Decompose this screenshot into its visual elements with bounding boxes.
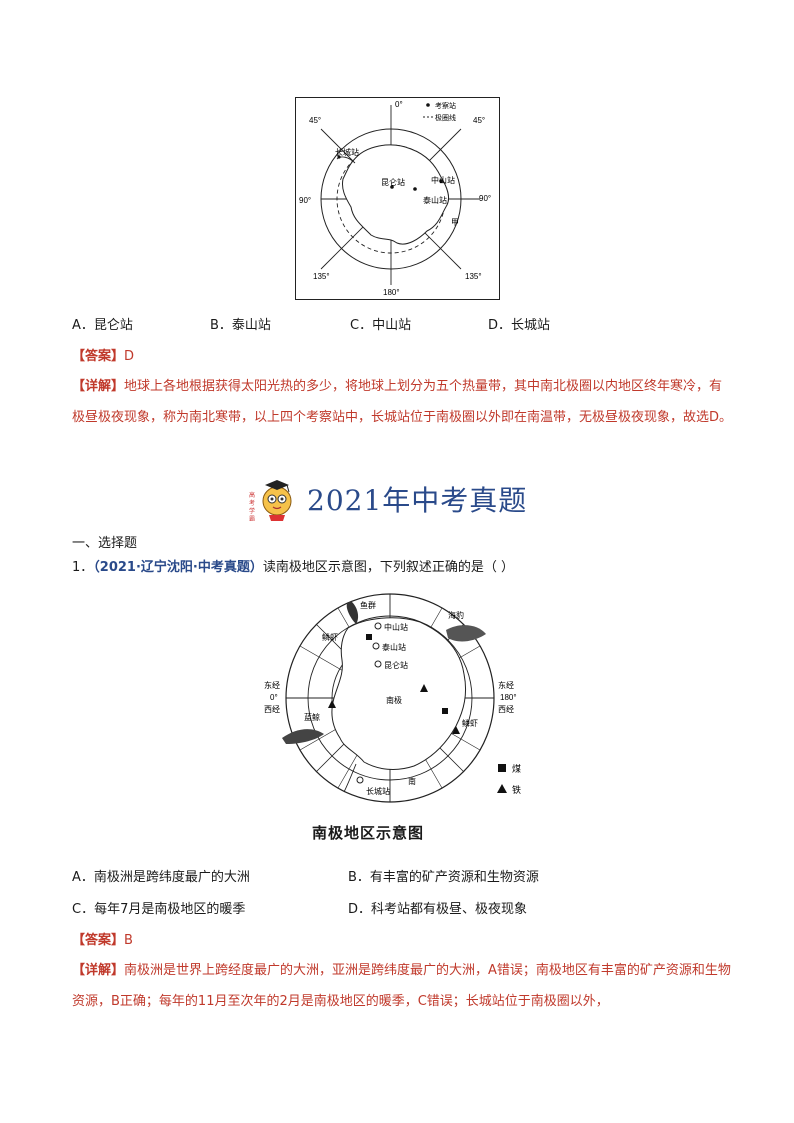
answer-q1: 【答案】B — [72, 929, 133, 948]
q1-option-a: A．南极洲是跨纬度最广的大洲 — [72, 870, 250, 885]
label-changcheng: 长城站 — [366, 786, 390, 796]
option-d: D．长城站 — [488, 318, 551, 333]
label-zhongshan: 中山站 — [384, 622, 408, 632]
lon-135-right-label: 135° — [465, 272, 482, 281]
lon-90-right-label: 90° — [479, 194, 491, 203]
legend-station-label: 考察站 — [435, 101, 456, 110]
label-lanjing: 蓝鲸 — [304, 712, 320, 722]
detail-text: 地球上各地根据获得太阳光热的多少，将地球上划分为五个热量带，其中南北极圈以内地区… — [72, 379, 733, 425]
legend-iron-swatch — [497, 784, 507, 793]
q1-detail-text: 南极洲是世界上跨经度最广的大洲，亚洲是跨纬度最广的大洲，A错误；南极地区有丰富的… — [72, 963, 731, 1009]
q1-answer-value: B — [124, 933, 133, 948]
label-dongjing-right: 东经 — [498, 680, 514, 690]
station-dot-kunlun — [390, 185, 394, 189]
mascot-logo-icon: 高 考 学 霸 — [249, 480, 292, 521]
q1-answer-tag: 【答案】 — [72, 933, 125, 948]
answer-value: D — [124, 349, 135, 364]
question-number: 1． — [72, 560, 94, 575]
option-a: A．昆仑站 — [72, 318, 133, 333]
question-source: （2021·辽宁沈阳·中考真题） — [93, 560, 263, 575]
label-nanji: 南极 — [386, 695, 402, 705]
label-kunlun: 昆仑站 — [384, 660, 408, 670]
option-b: B．泰山站 — [210, 318, 271, 333]
section-heading: 高 考 学 霸 2021年中考真题 — [247, 474, 547, 524]
station-dot-zhongshan — [439, 179, 443, 183]
lon-180-label: 180° — [383, 288, 400, 297]
q1-option-b: B．有丰富的矿产资源和生物资源 — [348, 870, 539, 885]
taishan-label: 泰山站 — [423, 195, 447, 205]
kunlun-label: 昆仑站 — [381, 177, 405, 187]
options-q1-row2: C．每年7月是南极地区的暖季 D．科考站都有极昼、极夜现象 — [72, 898, 527, 917]
legend-station-dot — [426, 103, 430, 107]
svg-text:考: 考 — [249, 499, 255, 507]
label-nan: 南 — [408, 776, 416, 786]
antarctic-stations-map: 0° 考察站 极圈线 45° 45° 90° 90° 135° 135° 180… — [295, 97, 500, 300]
legend-coal-label: 煤 — [512, 763, 521, 775]
options-q1-row1: A．南极洲是跨纬度最广的大洲 B．有丰富的矿产资源和生物资源 — [72, 866, 539, 885]
antarctic-region-map: 鱼群 中山站 泰山站 昆仑站 南极 鳞虾 鳞虾 海豹 蓝鲸 东经 0° 西经 东… — [264, 593, 521, 803]
label-xijing-right: 西经 — [498, 704, 514, 714]
detail-q1: 【详解】南极洲是世界上跨经度最广的大洲，亚洲是跨纬度最广的大洲，A错误；南极地区… — [72, 955, 732, 1017]
label-180deg: 180° — [500, 693, 517, 702]
lon-0-label: 0° — [395, 100, 403, 109]
svg-text:高: 高 — [249, 491, 255, 499]
label-0deg: 0° — [270, 693, 278, 702]
section-label: 一、选择题 — [72, 536, 138, 551]
svg-text:学: 学 — [249, 507, 255, 515]
label-dongjing-left: 东经 — [264, 680, 280, 690]
label-linxia-left: 鳞虾 — [322, 632, 338, 642]
q1-option-c: C．每年7月是南极地区的暖季 — [72, 902, 246, 917]
q1-detail-tag: 【详解】 — [72, 963, 125, 978]
detail-prev: 【详解】地球上各地根据获得太阳光热的多少，将地球上划分为五个热量带，其中南北极圈… — [72, 371, 732, 433]
q1-option-d: D．科考站都有极昼、极夜现象 — [348, 902, 528, 917]
svg-text:霸: 霸 — [249, 516, 255, 521]
options-prev: A．昆仑站 B．泰山站 C．中山站 D．长城站 — [72, 314, 550, 333]
station-dot-taishan — [413, 187, 417, 191]
label-xijing-left: 西经 — [264, 704, 280, 714]
legend-circle-label: 极圈线 — [435, 113, 456, 122]
zhongshan-label: 中山站 — [431, 175, 455, 185]
heading-title: 2021年中考真题 — [307, 484, 528, 517]
answer-tag: 【答案】 — [72, 349, 125, 364]
jia-label: 甲 — [451, 218, 459, 227]
lon-90-left-label: 90° — [299, 196, 311, 205]
lon-135-left-label: 135° — [313, 272, 330, 281]
question-text: 读南极地区示意图，下列叙述正确的是（ ） — [262, 560, 514, 575]
station-dot-changcheng — [337, 155, 341, 159]
answer-prev: 【答案】D — [72, 345, 134, 364]
option-c: C．中山站 — [350, 318, 412, 333]
legend-iron-label: 铁 — [512, 784, 521, 796]
label-linxia-right: 鳞虾 — [462, 718, 478, 728]
lon-45-left-label: 45° — [309, 116, 321, 125]
changcheng-label: 长城站 — [335, 147, 359, 157]
legend-coal-swatch — [498, 764, 506, 772]
lon-45-right-label: 45° — [473, 116, 485, 125]
map-caption: 南极地区示意图 — [312, 824, 425, 842]
label-yuqun: 鱼群 — [360, 600, 376, 610]
label-taishan: 泰山站 — [382, 642, 406, 652]
label-haibao: 海豹 — [448, 610, 464, 620]
detail-tag: 【详解】 — [72, 379, 125, 394]
question-1-stem: 1．（2021·辽宁沈阳·中考真题）读南极地区示意图，下列叙述正确的是（ ） — [72, 556, 514, 575]
